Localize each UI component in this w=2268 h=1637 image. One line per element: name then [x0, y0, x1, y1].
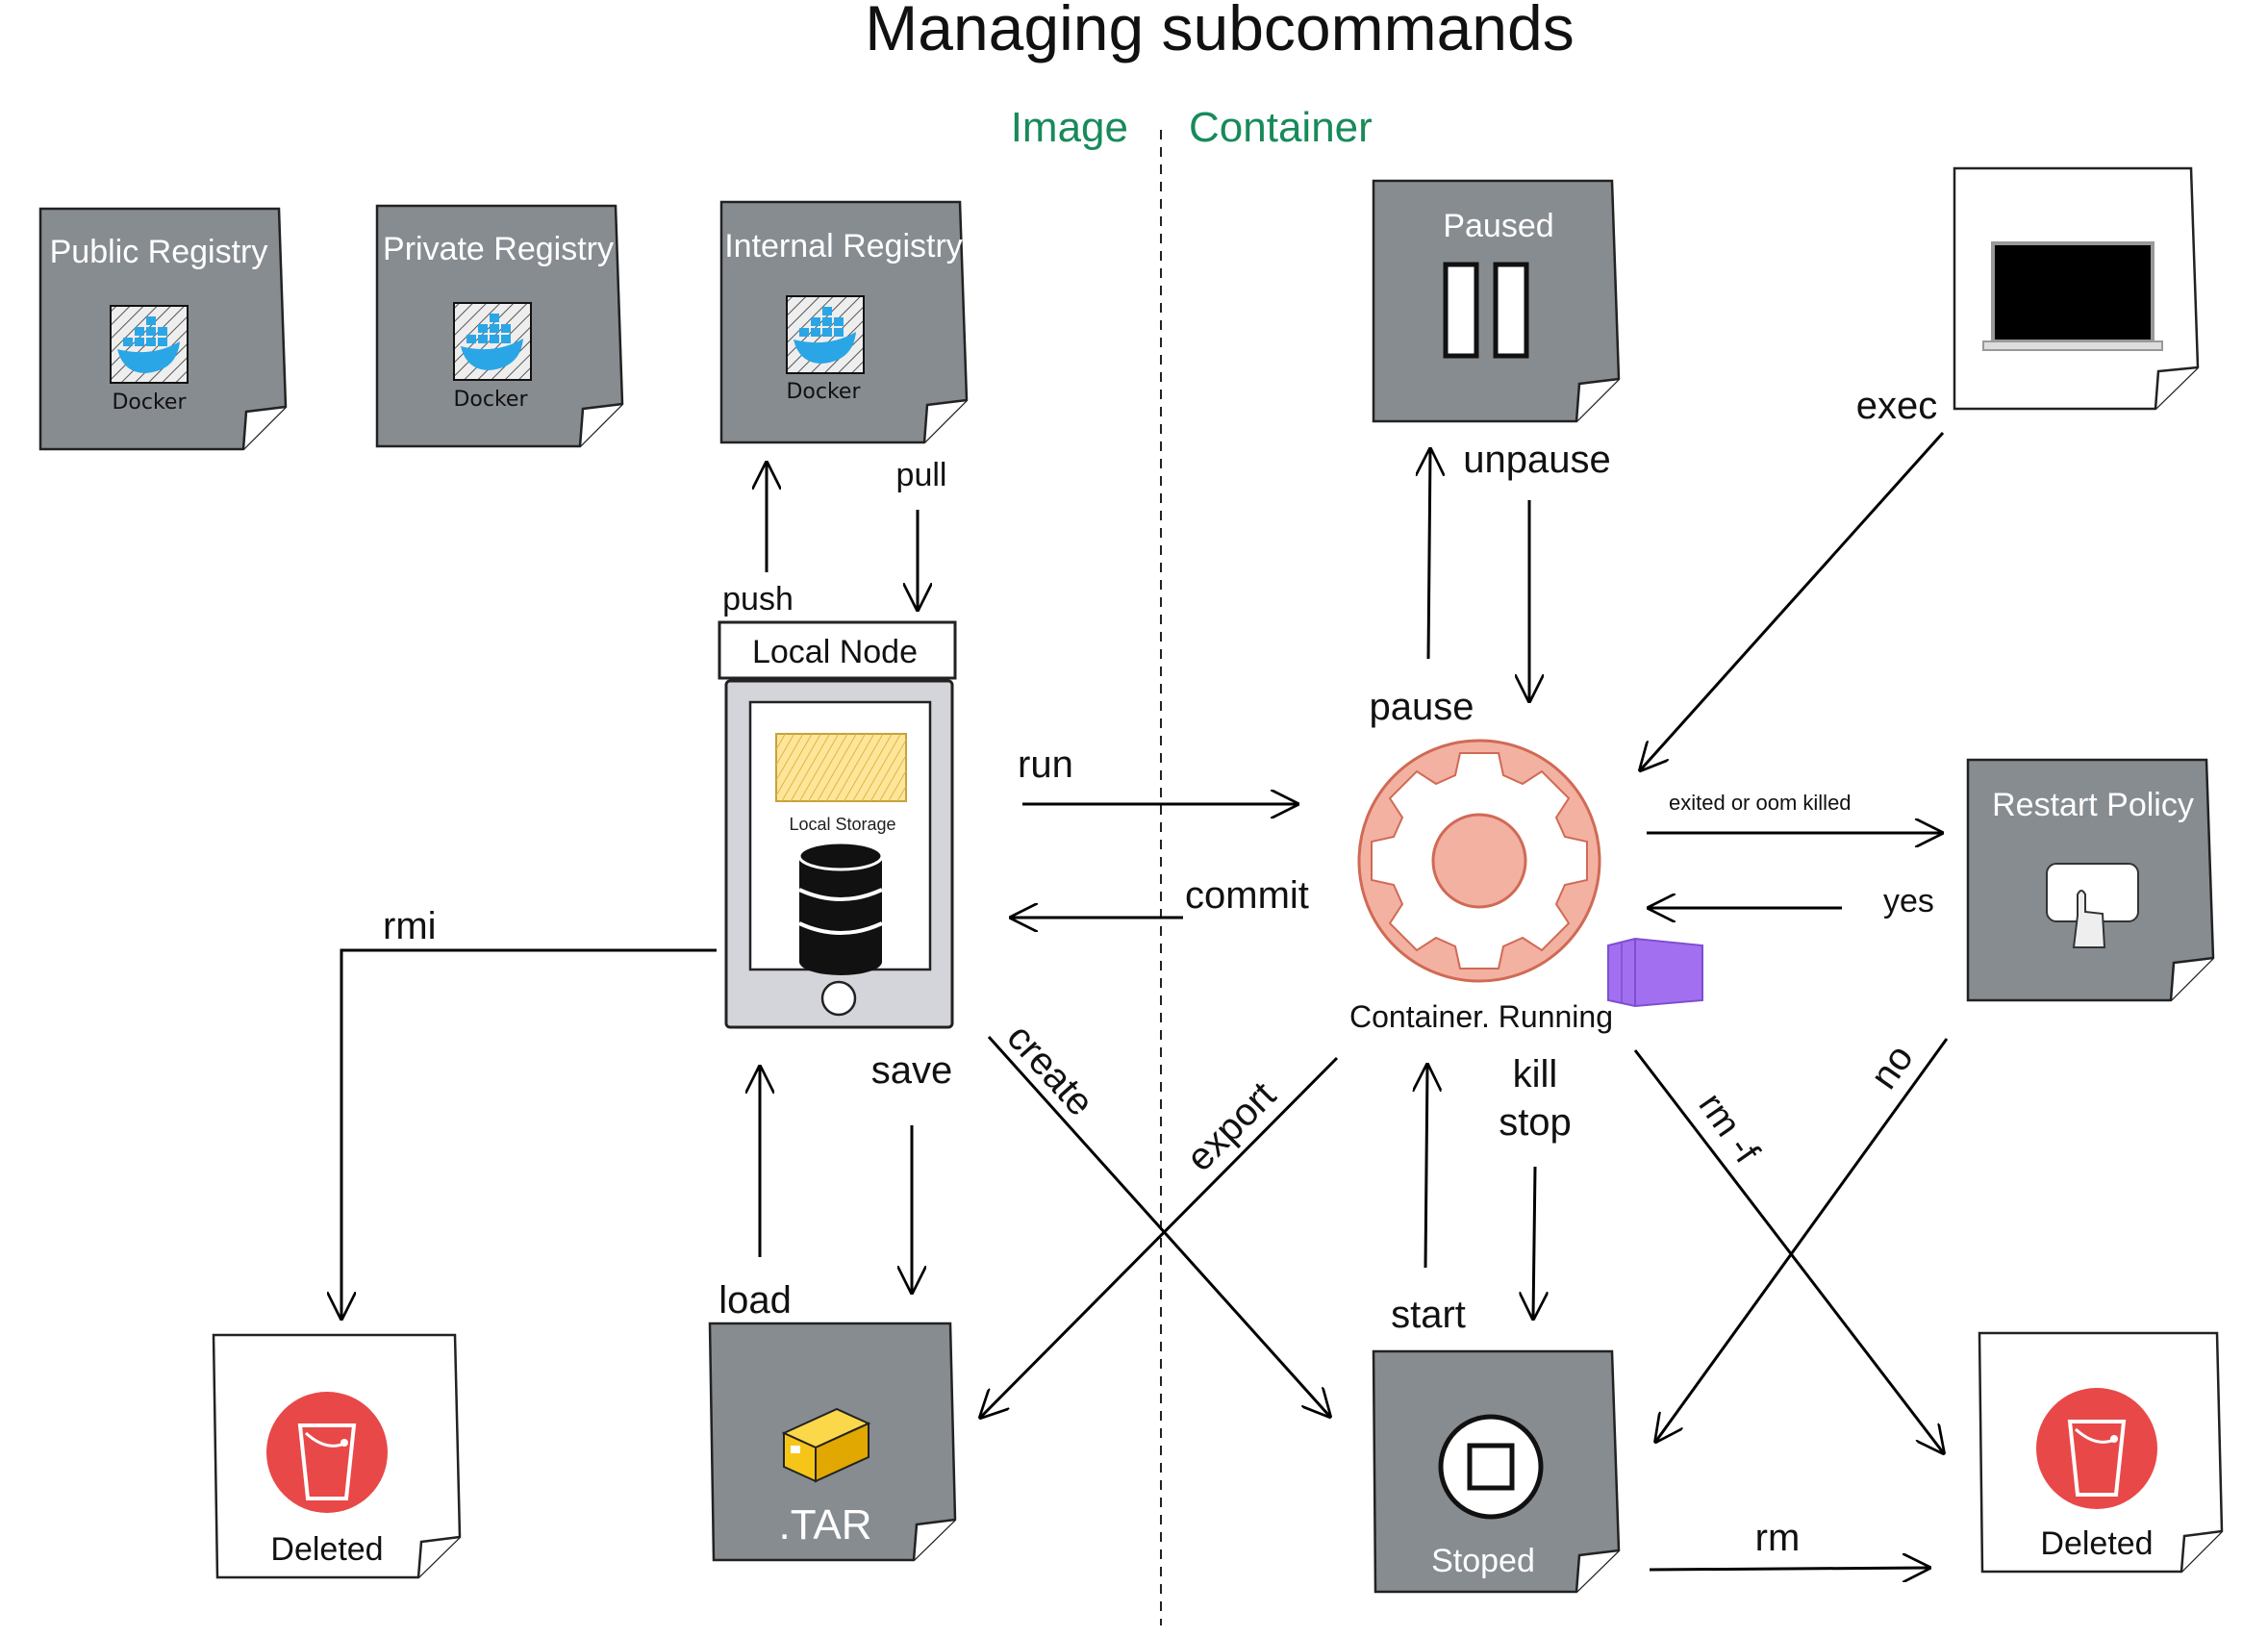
rm-force-arrow — [1633, 1049, 1943, 1452]
no-arrow — [1656, 1038, 1949, 1441]
diagram-title: Managing subcommands — [865, 0, 1574, 63]
trash-bucket-icon — [2036, 1388, 2157, 1509]
docker-wordmark: Docker — [112, 390, 187, 415]
container-cube-icon — [1607, 937, 1703, 1008]
rmi-label: rmi — [383, 905, 437, 947]
private-registry-note: Private Registry Docker — [375, 204, 624, 448]
rmi-arrow — [341, 948, 717, 1318]
deleted-image-label: Deleted — [270, 1531, 383, 1568]
section-image-label: Image — [1011, 104, 1128, 151]
docker-logo-icon — [453, 302, 532, 381]
docker-wordmark: Docker — [786, 380, 861, 404]
pull-label: pull — [896, 457, 947, 493]
stop-icon — [1438, 1414, 1544, 1520]
push-label: push — [722, 581, 794, 617]
restart-policy-label: Restart Policy — [1992, 787, 2194, 823]
rm-label: rm — [1755, 1517, 1801, 1559]
unpause-label: unpause — [1463, 439, 1610, 481]
internal-registry-note: Internal Registry Docker — [719, 200, 969, 444]
stop-label: stop — [1499, 1101, 1572, 1144]
running-container: Container. Running — [1349, 739, 1703, 1034]
kill-stop-arrow — [1533, 1166, 1535, 1318]
laptop-icon — [1982, 241, 2163, 351]
rm-force-label: rm -f — [1691, 1086, 1767, 1171]
local-storage-label: Local Storage — [789, 815, 895, 834]
private-registry-label: Private Registry — [383, 231, 614, 267]
terminal-note — [1953, 166, 2200, 411]
package-box-icon — [781, 1407, 871, 1483]
public-registry-note: Public Registry Docker — [38, 207, 288, 451]
start-label: start — [1391, 1294, 1466, 1336]
rm-arrow — [1649, 1568, 1928, 1570]
deleted-container-label: Deleted — [2040, 1525, 2153, 1562]
local-node-title: Local Node — [752, 634, 918, 670]
trash-bucket-icon — [266, 1392, 388, 1513]
pause-label: pause — [1370, 686, 1474, 728]
deleted-image-note: Deleted — [212, 1333, 462, 1579]
running-label: Container. Running — [1349, 999, 1613, 1034]
tar-label: .TAR — [779, 1501, 872, 1549]
exec-label: exec — [1856, 385, 1938, 427]
docker-wordmark: Docker — [453, 388, 528, 412]
gear-icon — [1357, 739, 1601, 983]
save-label: save — [871, 1049, 953, 1092]
deleted-container-note: Deleted — [1978, 1331, 2224, 1574]
local-node-header — [718, 620, 957, 680]
internal-registry-label: Internal Registry — [724, 228, 963, 264]
export-arrow — [981, 1056, 1339, 1417]
restart-policy-note: Restart Policy — [1966, 758, 2215, 1002]
tar-archive-note: .TAR — [708, 1322, 957, 1562]
exec-arrow — [1641, 431, 1945, 769]
pause-icon — [1443, 262, 1529, 359]
create-label: create — [998, 1017, 1101, 1124]
phone-home-button — [820, 980, 857, 1017]
commit-label: commit — [1185, 874, 1309, 917]
docker-logo-icon — [786, 295, 865, 374]
stopped-state-note: Stoped — [1372, 1349, 1621, 1594]
local-node: Local Node Local Storage — [718, 620, 957, 1029]
paused-label: Paused — [1443, 208, 1553, 244]
run-label: run — [1018, 743, 1073, 786]
start-arrow — [1425, 1066, 1427, 1269]
database-icon — [797, 841, 884, 975]
create-arrow — [987, 1035, 1329, 1416]
public-registry-label: Public Registry — [50, 234, 268, 270]
exited-label: exited or oom killed — [1669, 791, 1852, 815]
section-container-label: Container — [1189, 104, 1373, 151]
kill-label: kill — [1513, 1053, 1558, 1096]
touch-hand-icon — [2046, 863, 2139, 948]
pause-arrow — [1428, 450, 1430, 660]
load-label: load — [718, 1279, 792, 1322]
stopped-label: Stoped — [1431, 1543, 1535, 1579]
yes-label: yes — [1883, 883, 1934, 919]
docker-logo-icon — [110, 305, 189, 384]
paused-state-note: Paused — [1372, 179, 1621, 423]
